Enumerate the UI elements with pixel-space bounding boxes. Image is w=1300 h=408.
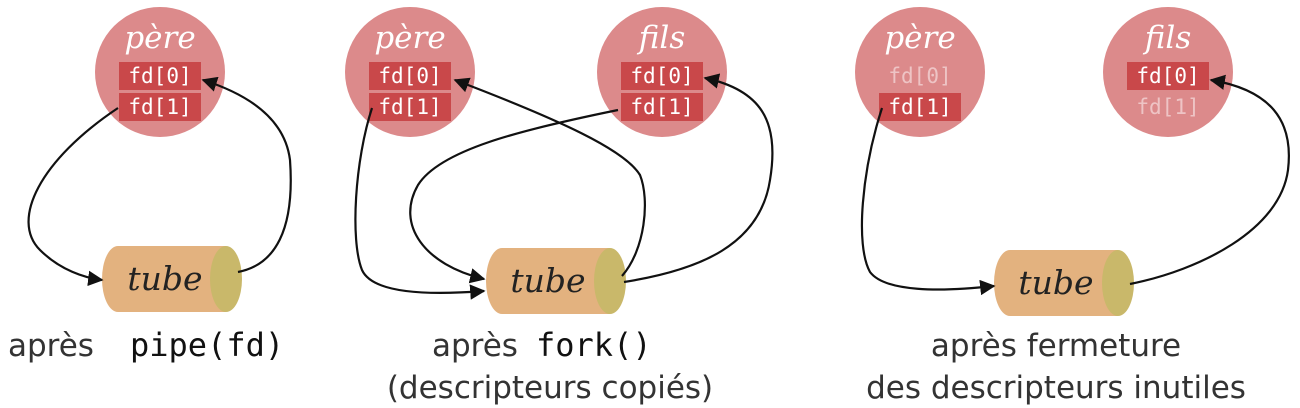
caption-panel1-prefix: après [8, 328, 94, 364]
process-pere-label: père [374, 20, 445, 56]
caption-panel3-line1: après fermeture [931, 328, 1181, 364]
tube: tube [994, 250, 1134, 316]
arrow-tube-to-fils-fd0 [623, 73, 774, 284]
panel-pipe: père fd[0] fd[1] tube après pipe(fd) [8, 7, 292, 364]
caption-panel2-line2: (descripteurs copiés) [387, 370, 713, 406]
pere-fd0-label: fd[0] [378, 64, 441, 88]
caption-panel2-prefix: après [432, 328, 518, 364]
tube-body [118, 246, 226, 312]
caption-panel1-code: pipe(fd) [130, 326, 284, 364]
fd0-box [119, 62, 201, 90]
tube-label: tube [510, 261, 585, 300]
fd1-label: fd[1] [128, 95, 191, 119]
tube-right-end [594, 248, 626, 314]
tube-left-end [994, 250, 1026, 316]
tube: tube [102, 246, 242, 312]
process-fils-label: fils [637, 20, 686, 56]
fils-fd0-box [621, 62, 703, 90]
process-pere-label: père [884, 20, 955, 56]
fils-fd0-box [1127, 62, 1209, 90]
arrow-pere-fd1-to-tube [354, 107, 486, 300]
arrow-tube-to-fils-fd0 [1129, 74, 1290, 286]
fils-fd0-label: fd[0] [1136, 64, 1199, 88]
pere-fd1-box [879, 93, 961, 121]
tube-right-end [210, 246, 242, 312]
pere-fd1-box [369, 93, 451, 121]
pere-fd0-closed-label: fd[0] [888, 64, 951, 88]
tube-right-end [1102, 250, 1134, 316]
tube-left-end [102, 246, 134, 312]
tube-body [502, 248, 610, 314]
tube-body [1010, 250, 1118, 316]
fd1-box [119, 93, 201, 121]
fd0-label: fd[0] [128, 64, 191, 88]
tube-label: tube [1018, 263, 1093, 302]
arrow-fd1-to-tube [27, 107, 119, 287]
caption-panel3-line2: des descripteurs inutiles [866, 370, 1246, 406]
fils-fd0-label: fd[0] [630, 64, 693, 88]
process-pere-label: père [124, 20, 195, 56]
fils-fd1-label: fd[1] [630, 95, 693, 119]
panel-close: père fd[0] fd[1] fils fd[0] fd[1] tube a… [855, 7, 1290, 406]
arrow-fils-fd1-to-tube [409, 108, 619, 284]
pere-fd1-label: fd[1] [888, 95, 951, 119]
caption-panel2-code: fork() [536, 326, 652, 364]
tube-left-end [486, 248, 518, 314]
tube-label: tube [127, 259, 202, 298]
pere-fd1-label: fd[1] [378, 95, 441, 119]
process-fils-label: fils [1143, 20, 1192, 56]
pere-fd0-box [369, 62, 451, 90]
tube: tube [486, 248, 626, 314]
arrow-pere-fd1-to-tube [860, 107, 996, 296]
fils-fd1-closed-label: fd[1] [1136, 95, 1199, 119]
panel-fork: père fd[0] fd[1] fils fd[0] fd[1] tube a… [345, 7, 774, 406]
arrow-tube-to-pere-fd0 [453, 77, 646, 277]
arrow-tube-to-fd0 [201, 76, 292, 274]
fils-fd1-box [621, 93, 703, 121]
